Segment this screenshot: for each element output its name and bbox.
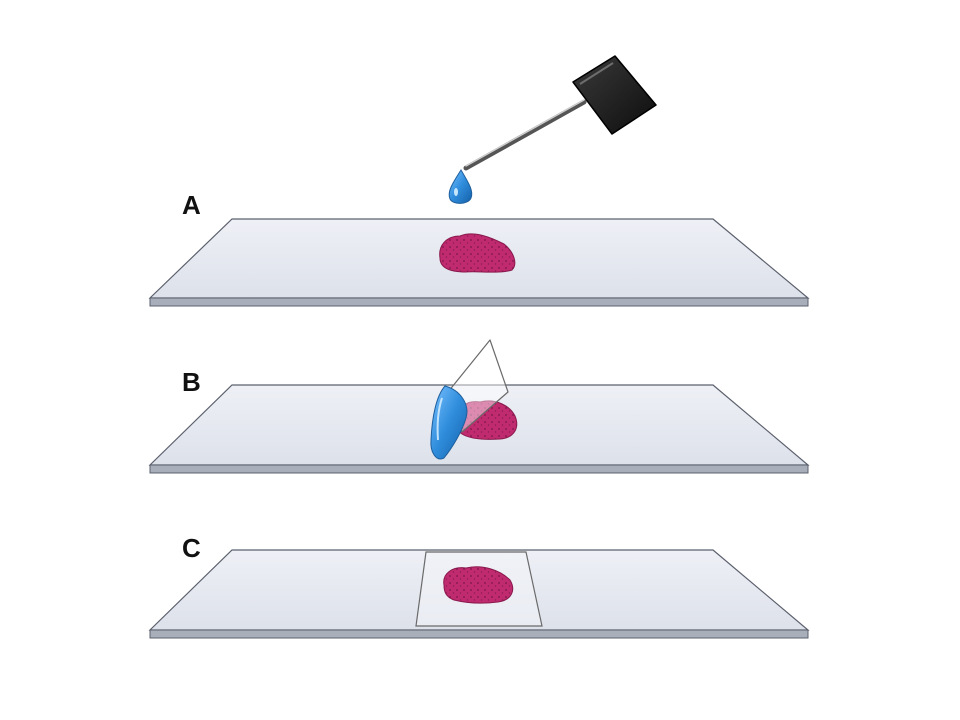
- water-drop-icon: [448, 169, 473, 204]
- step-c-label: C: [182, 533, 201, 563]
- step-b-label: B: [182, 367, 201, 397]
- step-c: C: [148, 533, 810, 639]
- specimen-icon: [439, 233, 516, 273]
- specimen-icon: [443, 566, 514, 604]
- step-a: A: [148, 55, 810, 307]
- dropper-icon: [463, 55, 657, 171]
- water-drop-icon: [430, 385, 468, 460]
- step-a-label: A: [182, 190, 201, 220]
- step-b: B: [148, 339, 810, 474]
